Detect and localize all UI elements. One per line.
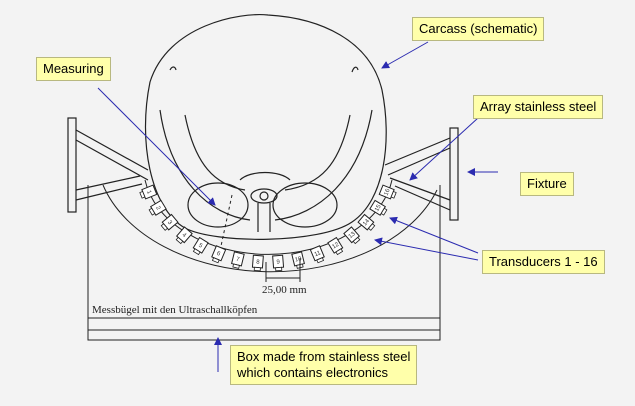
callout-measuring: Measuring (36, 57, 111, 81)
transducer-foot (160, 223, 169, 231)
arrow-transducers-1 (389, 216, 479, 254)
transducer-foot (352, 236, 361, 245)
transducer-13: 13 (343, 226, 361, 245)
carcass-outline (144, 14, 387, 240)
transducer-foot (148, 207, 156, 216)
transducer-14: 14 (357, 213, 376, 231)
transducer-foot (390, 190, 397, 199)
transducer-foot (232, 263, 240, 269)
transducer-number: 11 (314, 250, 323, 258)
transducer-7: 7 (231, 251, 245, 269)
arrow-measuring (97, 87, 216, 206)
transducer-foot (211, 257, 220, 264)
callout-box: Box made from stainless steel which cont… (230, 345, 418, 385)
box-caption: Messbügel mit den Ultraschallköpfen (92, 304, 258, 316)
transducer-16: 16 (378, 184, 397, 200)
transducer-number: 14 (362, 218, 371, 227)
callout-carcass: Carcass (schematic) (412, 17, 545, 41)
transducer-foot (139, 190, 146, 199)
transducer-5: 5 (192, 236, 209, 256)
fixture-right (384, 127, 459, 221)
transducer-1: 1 (139, 184, 158, 200)
transducer-foot (380, 207, 388, 216)
transducer-foot (192, 248, 201, 256)
transducer-foot (175, 236, 184, 245)
transducer-foot (335, 248, 344, 256)
fixture-left (67, 117, 149, 213)
transducer-number: 15 (374, 203, 383, 212)
callout-transducers: Transducers 1 - 16 (482, 250, 605, 274)
transducer-number: 7 (235, 257, 240, 264)
transducer-number: 3 (166, 220, 173, 227)
transducer-foot (253, 266, 261, 272)
callout-box-line2: which contains electronics (237, 365, 389, 380)
transducer-foot (316, 257, 325, 264)
transducer-number: 1 (145, 190, 152, 196)
transducer-number: 8 (256, 259, 260, 265)
dimension-mark: 25,00 mm (262, 258, 307, 296)
arrow-transducers-2 (374, 237, 479, 261)
transducer-12: 12 (327, 236, 344, 256)
transducer-number: 4 (181, 232, 188, 239)
transducer-8: 8 (251, 254, 264, 272)
transducer-foot (275, 266, 283, 272)
dimension-label: 25,00 mm (262, 284, 307, 296)
callout-arrows (97, 41, 498, 372)
arrow-array (409, 117, 479, 181)
callout-fixture: Fixture (520, 172, 574, 196)
arrow-carcass (381, 41, 429, 69)
transducer-4: 4 (175, 226, 193, 245)
transducer-number: 5 (197, 243, 204, 250)
transducer-3: 3 (160, 213, 179, 231)
transducer-foot (367, 223, 376, 231)
transducer-11: 11 (309, 245, 325, 264)
transducer-number: 13 (348, 231, 357, 240)
transducer-10: 10 (291, 251, 305, 269)
callout-array: Array stainless steel (473, 95, 604, 119)
callout-box-line1: Box made from stainless steel (237, 349, 411, 364)
transducer-number: 2 (154, 205, 161, 212)
array-arc (102, 179, 438, 273)
electronics-box: Messbügel mit den Ultraschallköpfen (87, 185, 441, 341)
transducer-2: 2 (148, 199, 167, 216)
transducer-9: 9 (272, 254, 285, 272)
transducer-number: 16 (384, 188, 392, 197)
transducer-6: 6 (211, 245, 227, 264)
transducer-15: 15 (369, 199, 388, 216)
transducer-number: 10 (294, 256, 303, 264)
transducer-number: 6 (216, 251, 222, 258)
transducer-number: 12 (331, 242, 340, 251)
transducer-number: 9 (276, 259, 280, 265)
